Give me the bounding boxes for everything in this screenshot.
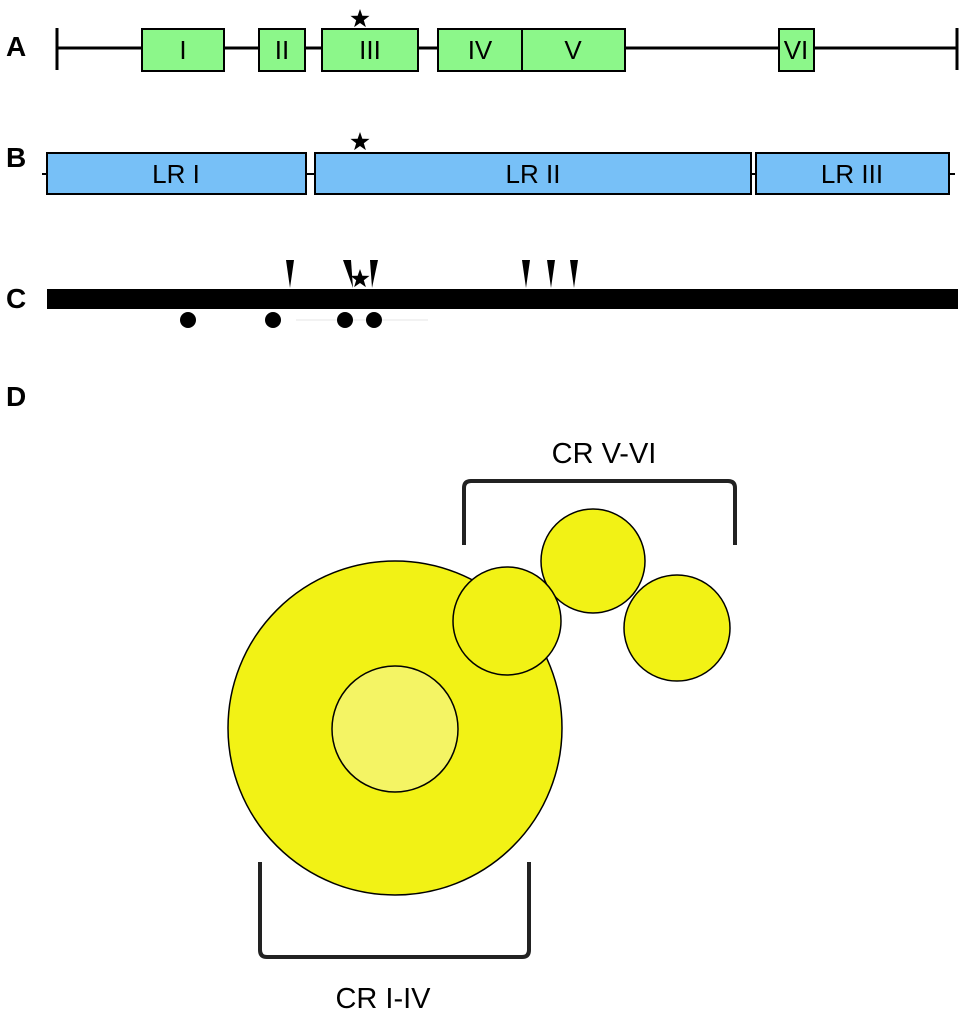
region-label-lr-i: LR I <box>152 159 200 189</box>
panel-a-domain-map: I II III IV V VI <box>55 9 959 72</box>
domain-box-iii <box>321 28 419 72</box>
bracket-cr-v-vi <box>462 479 737 545</box>
star-icon <box>350 9 370 28</box>
domain-label-iv: IV <box>468 35 493 65</box>
star-icon <box>350 269 370 288</box>
panel-c-sequence-bar <box>47 289 958 309</box>
site-arrowhead-icon <box>547 260 555 288</box>
panel-d-structure-model: CR V-VI CR I-IV <box>227 438 737 1015</box>
domain-label-ii: II <box>275 35 289 65</box>
panel-label-a: A <box>6 31 26 62</box>
domain-label-iii: III <box>359 35 381 65</box>
site-arrowhead-icon <box>370 260 378 288</box>
site-arrowhead-icon <box>522 260 530 288</box>
domain-circle-small-left <box>452 566 562 676</box>
domain-label-vi: VI <box>784 35 809 65</box>
panel-label-c: C <box>6 283 26 314</box>
panel-b-region-map: LR I LR II LR III <box>42 132 955 195</box>
bracket-label-cr-i-iv: CR I-IV <box>335 983 431 1015</box>
site-dot-icon <box>180 312 196 328</box>
region-label-lr-iii: LR III <box>821 159 883 189</box>
site-dot-icon <box>337 312 353 328</box>
domain-box-ii <box>258 28 306 72</box>
site-dot-icon <box>366 312 382 328</box>
star-icon <box>350 132 370 151</box>
region-box-lr-iii <box>755 152 950 195</box>
domain-box-v <box>521 28 626 72</box>
domain-circle-small-top <box>540 508 646 614</box>
domain-circle-inner <box>331 665 459 793</box>
panel-label-b: B <box>6 142 26 173</box>
bracket-cr-i-iv <box>258 862 531 959</box>
site-dot-icon <box>265 312 281 328</box>
domain-label-v: V <box>564 35 582 65</box>
domain-label-i: I <box>179 35 186 65</box>
domain-box-vi <box>778 28 815 72</box>
domain-circle-small-right <box>623 574 731 682</box>
site-arrowhead-icon <box>343 260 353 288</box>
site-arrowhead-icon <box>570 260 578 288</box>
site-arrowhead-icon <box>286 260 294 288</box>
region-label-lr-ii: LR II <box>506 159 561 189</box>
panel-c-sequence-map <box>47 260 958 328</box>
region-box-lr-ii <box>314 152 752 195</box>
domain-box-i <box>141 28 225 72</box>
domain-box-iv <box>437 28 523 72</box>
region-box-lr-i <box>46 152 307 195</box>
bracket-label-cr-v-vi: CR V-VI <box>552 438 657 470</box>
panel-label-d: D <box>6 381 26 412</box>
